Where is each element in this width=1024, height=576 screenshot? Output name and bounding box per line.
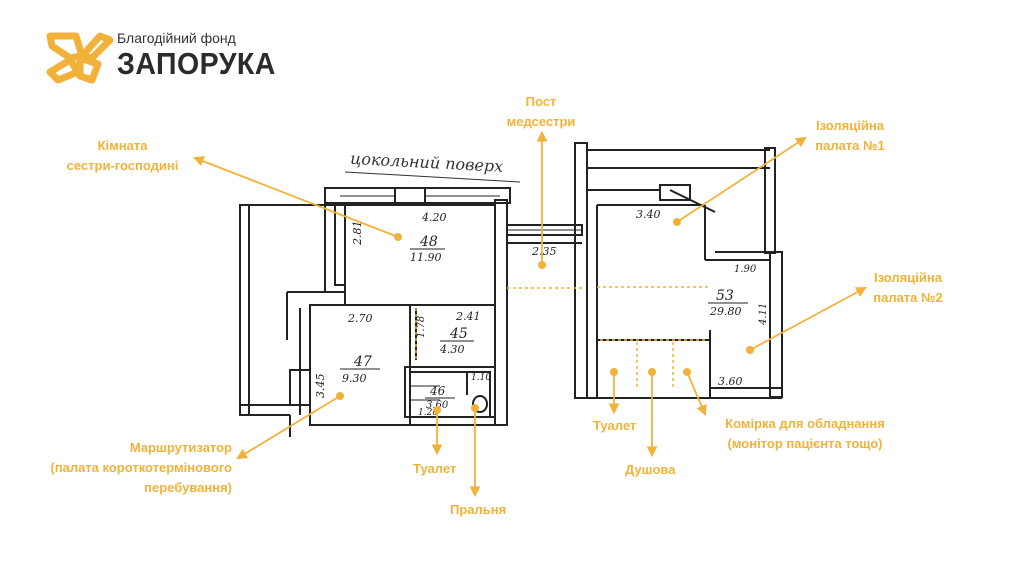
label-router-line2: (палата короткотермінового	[50, 460, 232, 475]
heading-underline	[344, 171, 521, 183]
plan-heading: цокольний поверх	[350, 149, 504, 176]
dim-340: 3.40	[636, 208, 661, 221]
room-48-number: 48	[419, 234, 438, 250]
label-router-ward: Маршрутизатор (палата короткотермінового…	[20, 438, 232, 498]
dim-110: 1.10	[471, 373, 491, 383]
label-iso2-line2: палата №2	[873, 290, 943, 305]
dotted-partitions	[415, 286, 708, 388]
label-equipment-room: Комірка для обладнання (монітор пацієнта…	[705, 414, 905, 454]
room-47-area: 9.30	[342, 372, 367, 385]
label-router-line3: перебування)	[144, 480, 232, 495]
label-housekeeper-line1: Кімната	[97, 138, 148, 153]
label-isolation-ward-2: Ізоляційна палата №2	[848, 268, 968, 308]
room-48-area: 11.90	[410, 251, 442, 264]
dim-281: 2.81	[351, 221, 364, 247]
logo-name: ЗАПОРУКА	[117, 46, 276, 81]
label-iso2-line1: Ізоляційна	[874, 270, 942, 285]
label-housekeeper-room: Кімната сестри-господині	[50, 136, 195, 176]
label-nurse-post-line2: медсестри	[506, 114, 576, 129]
leader-lines	[192, 130, 867, 498]
label-shower: Душова	[625, 462, 676, 477]
dim-345: 3.45	[314, 374, 327, 399]
label-nurse-post: Пост медсестри	[500, 92, 582, 132]
room-45-area: 4.30	[439, 343, 465, 356]
room-53-area: 29.80	[709, 305, 742, 318]
dim-270: 2.70	[347, 312, 373, 325]
label-iso1-line2: палата №1	[815, 138, 885, 153]
room-46-area: 3.60	[426, 400, 449, 411]
label-toilet-right: Туалет	[593, 418, 637, 433]
walls	[239, 142, 783, 437]
leader-dots	[336, 218, 754, 414]
butterfly-logo-icon	[46, 32, 114, 84]
dim-190: 1.90	[734, 264, 757, 275]
dim-411: 4.11	[758, 303, 769, 326]
label-router-line1: Маршрутизатор	[129, 440, 232, 455]
room-47-number: 47	[353, 354, 372, 370]
label-housekeeper-line2: сестри-господині	[66, 158, 179, 173]
dim-178: 1.78	[416, 316, 427, 338]
dim-360: 3.60	[718, 375, 743, 388]
dim-241: 2.41	[455, 310, 481, 323]
dim-120: 1.20	[418, 408, 438, 418]
label-equipment-line1: Комірка для обладнання	[725, 416, 885, 431]
label-equipment-line2: (монітор пацієнта тощо)	[727, 436, 883, 451]
label-isolation-ward-1: Ізоляційна палата №1	[790, 116, 910, 156]
dim-420: 4.20	[421, 211, 447, 224]
room-45-number: 45	[449, 326, 468, 342]
logo-subtitle: Благодійний фонд	[117, 30, 236, 46]
room-46-number: 46	[429, 384, 446, 398]
label-nurse-post-line1: Пост	[525, 94, 557, 109]
label-laundry: Пральня	[450, 502, 507, 517]
room-53-number: 53	[716, 288, 734, 304]
dim-235: 2.35	[531, 245, 557, 258]
label-toilet-left: Туалет	[413, 461, 457, 476]
label-iso1-line1: Ізоляційна	[816, 118, 884, 133]
